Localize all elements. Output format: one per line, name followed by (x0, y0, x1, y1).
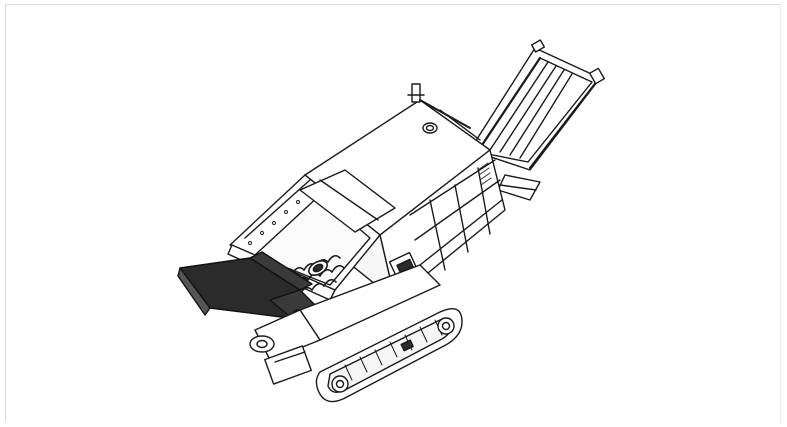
crawler-track (315, 308, 463, 403)
chassis (249, 264, 441, 385)
discharge-conveyor (469, 39, 606, 201)
